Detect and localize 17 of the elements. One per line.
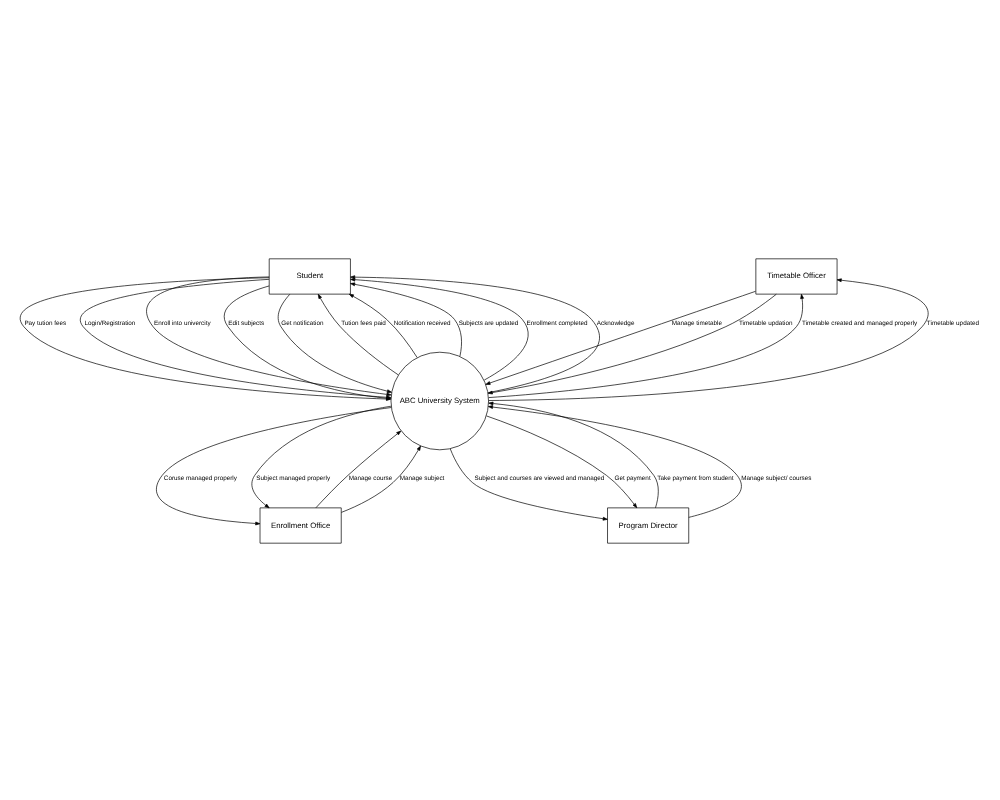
arrow <box>348 292 418 357</box>
arrow <box>486 414 638 508</box>
arrow <box>488 404 742 517</box>
arrow <box>146 275 392 396</box>
arrow <box>350 274 600 392</box>
arrow <box>350 281 462 356</box>
arrow <box>350 276 529 380</box>
arrow <box>315 429 402 508</box>
arrow <box>449 447 608 520</box>
arrow <box>317 292 399 375</box>
arrow <box>251 404 392 508</box>
arrow <box>156 406 392 525</box>
arrow <box>488 400 659 508</box>
arrow <box>485 289 756 384</box>
arrow <box>488 277 929 400</box>
arrow <box>277 292 392 392</box>
arrow <box>341 444 421 512</box>
